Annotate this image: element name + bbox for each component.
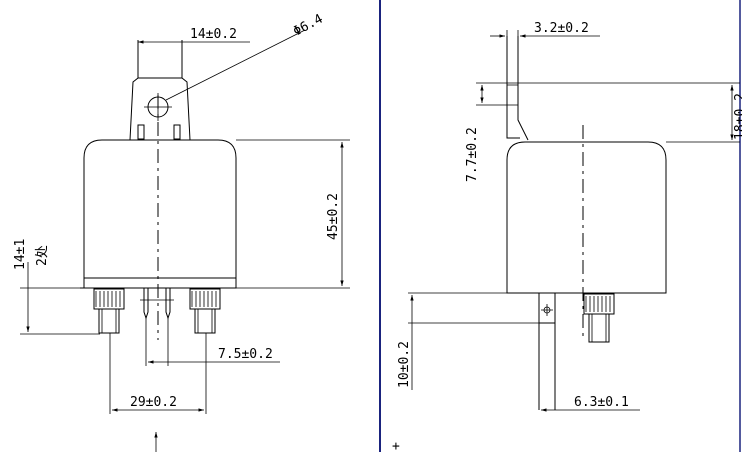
dim-pin-pitch: 7.5±0.2 [218, 347, 273, 362]
tab-left-edge [506, 36, 520, 139]
dim-pin-length: 10±0.2 [397, 341, 412, 388]
side-body [506, 141, 667, 294]
terminal-left [93, 288, 125, 334]
front-view: Φ6.4 14±0.2 45±0.2 14±1 2处 7.5±0.2 29±0.… [13, 12, 350, 452]
dim-term-pitch: 29±0.2 [130, 395, 177, 410]
corner-mark-icon: + [392, 439, 400, 452]
dim-top-width: 14±0.2 [190, 27, 237, 42]
dim-term-height: 14±1 [13, 239, 28, 270]
dim-term-note: 2处 [35, 245, 50, 266]
side-view: 3.2±0.2 7.7±0.2 18±0.2 10±0.2 6.3±0.1 [397, 21, 742, 412]
tab-right-edge [517, 36, 529, 141]
bracket-slot-right [173, 124, 181, 140]
tab-marks [507, 84, 518, 106]
dim-phi: Φ6.4 [291, 12, 326, 40]
side-pin [538, 292, 556, 410]
dim-tab-thickness: 3.2±0.2 [534, 21, 589, 36]
phi-leader [165, 29, 306, 101]
coil-pins [140, 288, 174, 320]
bracket-left-edge [129, 40, 139, 141]
relay-body [83, 139, 237, 289]
side-terminal [583, 293, 615, 343]
bracket-slot-left [137, 124, 145, 140]
dim-body-height: 45±0.2 [326, 193, 341, 240]
dim-tab-height: 7.7±0.2 [465, 127, 480, 182]
terminal-right [189, 288, 221, 334]
bracket-right-edge [181, 40, 191, 141]
dim-pin-offset: 6.3±0.1 [574, 395, 629, 410]
dim-side-partial: 18±0.2 [733, 93, 742, 140]
